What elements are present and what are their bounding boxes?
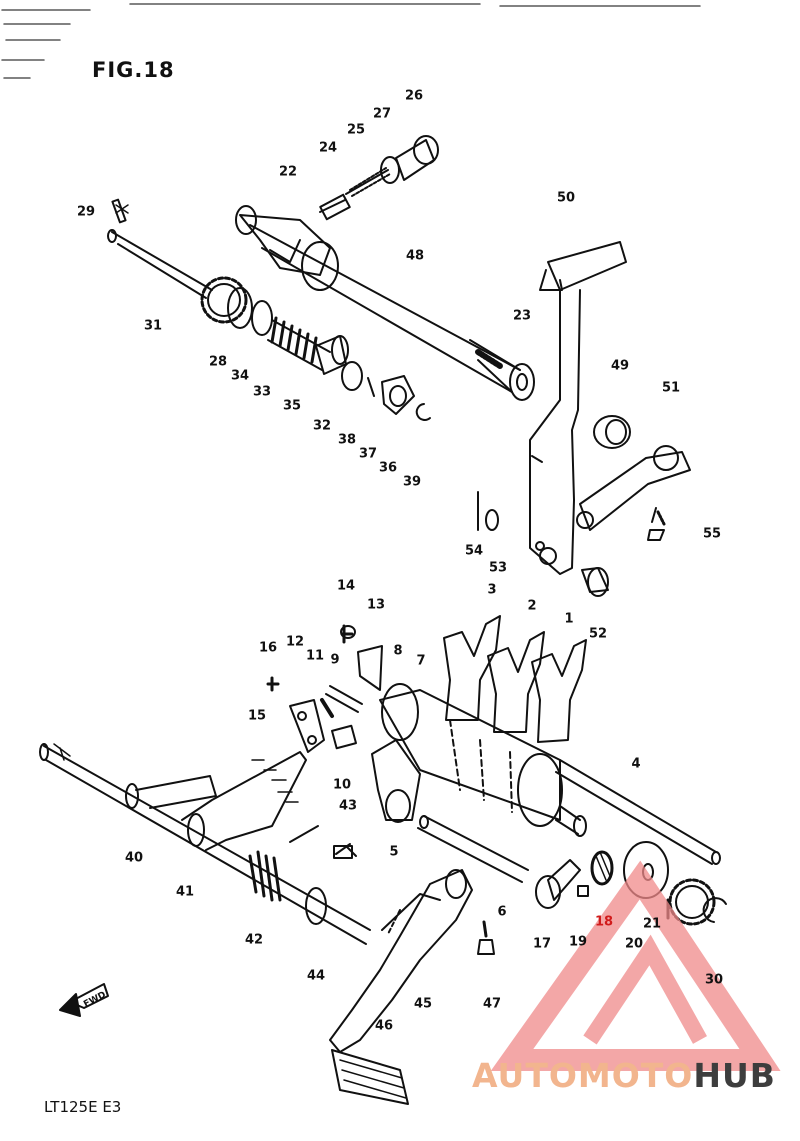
part-label: 47 bbox=[482, 996, 502, 1012]
part-label: 28 bbox=[208, 354, 228, 370]
part-label: 1 bbox=[564, 611, 574, 627]
part-label: 46 bbox=[374, 1018, 394, 1034]
cam-guide-parts bbox=[266, 624, 421, 823]
shift-forks bbox=[443, 615, 587, 743]
part-label: 12 bbox=[285, 634, 305, 650]
fwd-arrow bbox=[59, 983, 109, 1017]
part-label: 2 bbox=[527, 598, 537, 614]
part-label: 27 bbox=[372, 106, 392, 122]
watermark-triangle bbox=[490, 860, 781, 1071]
part-label: 24 bbox=[318, 140, 338, 156]
part-label: 44 bbox=[306, 968, 326, 984]
part-label: 51 bbox=[661, 380, 681, 396]
part-label: 52 bbox=[588, 626, 608, 642]
part-label: 11 bbox=[305, 648, 325, 664]
part-label: 6 bbox=[497, 904, 507, 920]
part-label: 53 bbox=[488, 560, 508, 576]
part-label: 30 bbox=[704, 972, 724, 988]
part-label: 3 bbox=[487, 582, 497, 598]
shaft-31-assembly bbox=[107, 198, 431, 421]
part-label: 54 bbox=[464, 543, 484, 559]
part-label: 22 bbox=[278, 164, 298, 180]
part-label: 10 bbox=[332, 777, 352, 793]
part-label: 50 bbox=[556, 190, 576, 206]
part-label: 17 bbox=[532, 936, 552, 952]
model-label: LT125E E3 bbox=[44, 1098, 122, 1116]
scan-marks bbox=[1, 3, 701, 79]
part-label: 48 bbox=[405, 248, 425, 264]
part-label: 7 bbox=[416, 653, 426, 669]
part-label: 29 bbox=[76, 204, 96, 220]
part-label: 40 bbox=[124, 850, 144, 866]
part-label: 31 bbox=[143, 318, 163, 334]
part-label: 37 bbox=[358, 446, 378, 462]
part-label: 43 bbox=[338, 798, 358, 814]
part-label: 20 bbox=[624, 936, 644, 952]
part-label: 38 bbox=[337, 432, 357, 448]
part-label: 15 bbox=[247, 708, 267, 724]
kick-shaft-lower bbox=[39, 743, 441, 945]
part-label: 16 bbox=[258, 640, 278, 656]
part-label: 39 bbox=[402, 474, 422, 490]
kick-lever bbox=[329, 869, 495, 1105]
part-label: 13 bbox=[366, 597, 386, 613]
part-label: 33 bbox=[252, 384, 272, 400]
part-label: 8 bbox=[393, 643, 403, 659]
part-label: 42 bbox=[244, 932, 264, 948]
part-label: 25 bbox=[346, 122, 366, 138]
part-label: 9 bbox=[330, 652, 340, 668]
link-arm-51 bbox=[477, 415, 691, 597]
figure-title: FIG.18 bbox=[92, 58, 175, 82]
part-label: 14 bbox=[336, 578, 356, 594]
part-label: 49 bbox=[610, 358, 630, 374]
watermark-brand: AUTOMOTOHUB bbox=[472, 1056, 776, 1095]
part-label: 45 bbox=[413, 996, 433, 1012]
watermark-brand-part1: AUTOMOTO bbox=[472, 1056, 694, 1095]
gear-shift-lever-50 bbox=[529, 241, 627, 575]
part-label: 34 bbox=[230, 368, 250, 384]
part-label: 19 bbox=[568, 934, 588, 950]
part-label: 55 bbox=[702, 526, 722, 542]
watermark-brand-part2: HUB bbox=[693, 1056, 776, 1095]
upper-shift-shaft bbox=[235, 135, 535, 401]
part-label: 41 bbox=[175, 884, 195, 900]
part-label: 35 bbox=[282, 398, 302, 414]
part-label: 32 bbox=[312, 418, 332, 434]
part-label: 5 bbox=[389, 844, 399, 860]
part-label: 18 bbox=[594, 914, 614, 930]
part-label: 26 bbox=[404, 88, 424, 104]
fork-shafts bbox=[417, 759, 721, 883]
shift-drum bbox=[379, 683, 587, 909]
part-label: 23 bbox=[512, 308, 532, 324]
part-label: 21 bbox=[642, 916, 662, 932]
part-label: 36 bbox=[378, 460, 398, 476]
part-label: 4 bbox=[631, 756, 641, 772]
